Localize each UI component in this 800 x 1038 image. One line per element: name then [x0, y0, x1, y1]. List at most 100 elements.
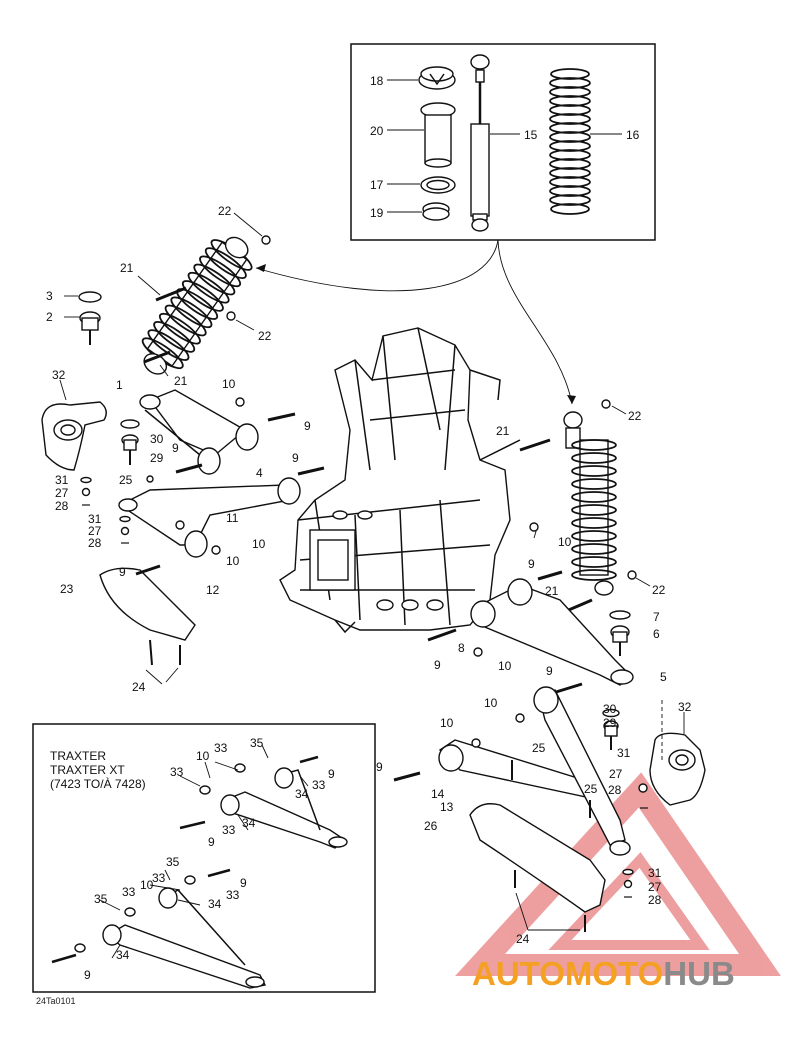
callout-10-g: 10 [440, 716, 454, 730]
inset-callout-33-b: 33 [170, 765, 184, 779]
retainer-part [422, 202, 450, 221]
callout-9-e: 9 [528, 557, 535, 571]
callout-21-right-top: 21 [496, 424, 510, 438]
traxter-inset: TRAXTER TRAXTER XT (7423 TO/À 7428) [32, 723, 376, 993]
callout-9-g: 9 [546, 664, 553, 678]
inset-callout-33-e: 33 [152, 871, 166, 885]
inset-callout-34-a: 34 [295, 787, 309, 801]
vehicle-frame [279, 327, 521, 634]
inset-connector-right [497, 239, 573, 405]
callout-22-right-top: 22 [628, 409, 642, 423]
inset-callout-34-b: 34 [242, 816, 256, 830]
inset-callout-33-c: 33 [312, 778, 326, 792]
callout-labels: 18 20 17 19 15 16 22 21 3 2 22 21 32 1 1… [46, 74, 692, 982]
callout-32-right: 32 [678, 700, 692, 714]
left-steering-knuckle [41, 379, 107, 471]
callout-5: 5 [660, 670, 667, 684]
callout-21-right-bottom: 21 [545, 584, 559, 598]
left-skid-plate [99, 567, 196, 685]
inset-callout-9-c: 9 [240, 876, 247, 890]
callout-13: 13 [440, 800, 454, 814]
callout-27-b: 27 [88, 524, 102, 538]
callout-31-b: 31 [88, 512, 102, 526]
callout-17: 17 [370, 178, 384, 192]
coil-spring-part [549, 68, 591, 215]
callout-28-d: 28 [648, 893, 662, 907]
sleeve-part [420, 102, 456, 168]
shock-detail-inset [350, 43, 656, 241]
callout-28-a: 28 [55, 499, 69, 513]
callout-10-e: 10 [498, 659, 512, 673]
inset-callout-35-b: 35 [166, 855, 180, 869]
left-fasteners [135, 397, 325, 576]
left-lower-a-arm [118, 477, 301, 558]
callout-22-mid: 22 [258, 329, 272, 343]
right-shock-assembly [519, 399, 651, 614]
callout-9-a: 9 [304, 419, 311, 433]
watermark-text-part2: HUB [663, 955, 735, 992]
callout-25-right-b: 25 [584, 782, 598, 796]
inset-callout-33-a: 33 [214, 741, 228, 755]
right-fasteners [393, 522, 663, 898]
callout-3: 3 [46, 289, 53, 303]
right-steering-knuckle [649, 712, 706, 806]
callout-1: 1 [116, 378, 123, 392]
left-upper-a-arm [139, 389, 259, 475]
callout-21-mid: 21 [174, 374, 188, 388]
callout-19: 19 [370, 206, 384, 220]
document-code: 24Ta0101 [36, 996, 76, 1006]
callout-15: 15 [524, 128, 538, 142]
callout-27-a: 27 [55, 486, 69, 500]
callout-10-a: 10 [222, 377, 236, 391]
callout-16: 16 [626, 128, 640, 142]
callout-31-c: 31 [617, 746, 631, 760]
left-shock-assembly [137, 212, 271, 377]
damper-part [470, 54, 490, 232]
inset-title-line1: TRAXTER [50, 749, 106, 763]
inset-callout-10-a: 10 [196, 749, 210, 763]
callout-21-top: 21 [120, 261, 134, 275]
callout-8: 8 [458, 641, 465, 655]
callout-14: 14 [431, 787, 445, 801]
inset-callout-10-b: 10 [140, 878, 154, 892]
inset-title-line3: (7423 TO/À 7428) [50, 776, 146, 791]
callout-12: 12 [206, 583, 220, 597]
inset-title-line2: TRAXTER XT [50, 763, 125, 777]
callout-32-left: 32 [52, 368, 66, 382]
shock-inset-frame [350, 43, 656, 241]
inset-callout-9-d: 9 [84, 968, 91, 982]
inset-callout-35-a: 35 [250, 736, 264, 750]
right-skid-plate [469, 803, 606, 932]
callout-22-top: 22 [218, 204, 232, 218]
inset-leader-lines [99, 744, 309, 959]
callout-26: 26 [424, 819, 438, 833]
inset-callout-34-d: 34 [116, 948, 130, 962]
callout-10-c: 10 [226, 554, 240, 568]
right-upper-a-arm [470, 578, 634, 686]
callout-2: 2 [46, 310, 53, 324]
callout-24-left: 24 [132, 680, 146, 694]
callout-6: 6 [653, 627, 660, 641]
callout-7: 7 [653, 610, 660, 624]
inset-callout-33-g: 33 [226, 888, 240, 902]
callout-30-right: 30 [603, 702, 617, 716]
callout-10-b: 10 [252, 537, 266, 551]
right-lower-a-arm [438, 686, 631, 856]
callout-9-b: 9 [172, 441, 179, 455]
right-lower-ball-joint [602, 708, 620, 750]
callout-29-left: 29 [150, 451, 164, 465]
inset-callout-33-d: 33 [222, 823, 236, 837]
right-upper-ball-joint [609, 610, 631, 656]
left-lower-ball-joint [120, 419, 140, 465]
callout-29-right: 29 [603, 716, 617, 730]
callout-18: 18 [370, 74, 384, 88]
callout-10-d: 10 [558, 535, 572, 549]
traxter-inset-frame [32, 723, 376, 993]
inset-lower-a-arm [51, 868, 267, 989]
callout-25-right-a: 25 [532, 741, 546, 755]
inset-callout-34-c: 34 [208, 897, 222, 911]
callout-23: 23 [60, 582, 74, 596]
callout-28-b: 28 [88, 536, 102, 550]
spring-cup-part [418, 66, 456, 90]
